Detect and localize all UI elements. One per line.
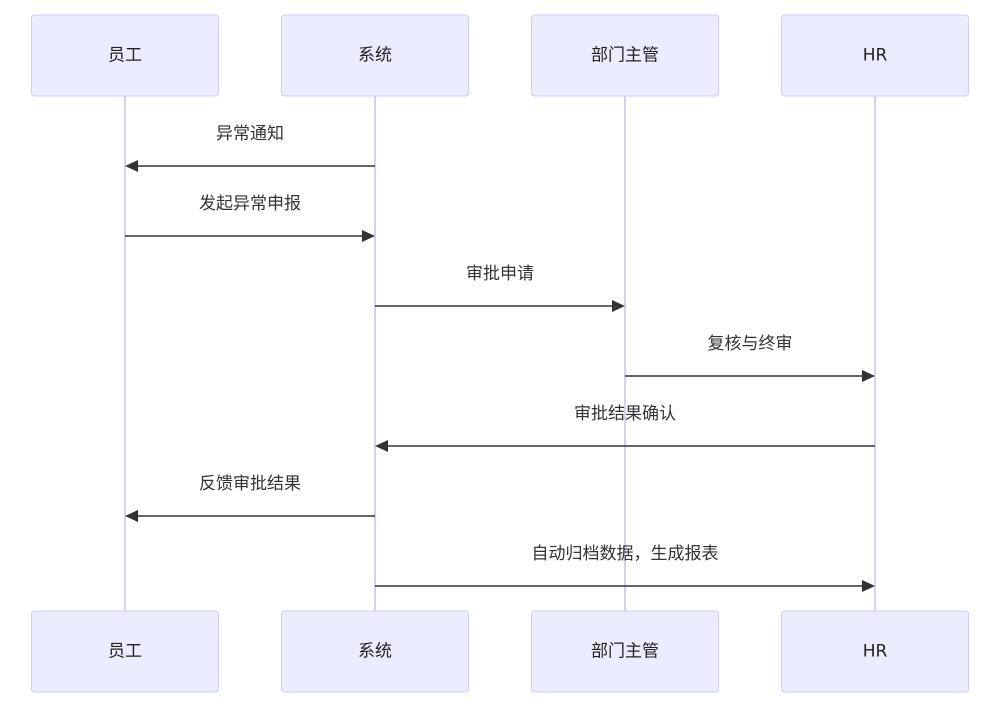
participant-box	[31, 610, 219, 693]
arrowhead-icon	[362, 230, 375, 242]
message-label: 审批申请	[466, 264, 534, 284]
participant-manager-top: 部门主管	[531, 14, 719, 97]
message-label: 复核与终审	[708, 334, 793, 354]
participant-box	[31, 14, 219, 97]
message-label: 自动归档数据，生成报表	[532, 544, 719, 564]
message-4: 复核与终审	[625, 334, 875, 382]
participant-system-top: 系统	[281, 14, 469, 97]
participant-label: 系统	[358, 46, 392, 66]
message-5: 审批结果确认	[375, 404, 875, 452]
participant-manager-bottom: 部门主管	[531, 610, 719, 693]
participant-box	[781, 610, 969, 693]
message-1: 异常通知	[125, 124, 375, 172]
participant-system-bottom: 系统	[281, 610, 469, 693]
arrowhead-icon	[125, 510, 138, 522]
participant-label: 部门主管	[591, 46, 659, 66]
participant-label: HR	[863, 46, 888, 66]
participant-label: 员工	[108, 642, 142, 662]
arrowhead-icon	[375, 440, 388, 452]
messages: 异常通知发起异常申报审批申请复核与终审审批结果确认反馈审批结果自动归档数据，生成…	[125, 124, 875, 592]
message-6: 反馈审批结果	[125, 474, 375, 522]
arrowhead-icon	[862, 580, 875, 592]
arrowhead-icon	[125, 160, 138, 172]
message-label: 发起异常申报	[199, 194, 301, 214]
arrowhead-icon	[612, 300, 625, 312]
participant-hr-bottom: HR	[781, 610, 969, 693]
participant-hr-top: HR	[781, 14, 969, 97]
participant-box	[281, 610, 469, 693]
lifelines	[124, 96, 876, 611]
participant-box	[531, 14, 719, 97]
participant-box	[531, 610, 719, 693]
message-label: 异常通知	[216, 124, 284, 144]
participant-employee-bottom: 员工	[31, 610, 219, 693]
participant-box	[281, 14, 469, 97]
participant-label: HR	[863, 642, 888, 662]
participant-label: 部门主管	[591, 642, 659, 662]
participant-employee-top: 员工	[31, 14, 219, 97]
message-2: 发起异常申报	[125, 194, 375, 242]
message-label: 反馈审批结果	[199, 474, 301, 494]
participant-label: 系统	[358, 642, 392, 662]
arrowhead-icon	[862, 370, 875, 382]
message-7: 自动归档数据，生成报表	[375, 544, 875, 592]
participant-box	[781, 14, 969, 97]
participant-label: 员工	[108, 46, 142, 66]
message-label: 审批结果确认	[574, 404, 676, 424]
message-3: 审批申请	[375, 264, 625, 312]
